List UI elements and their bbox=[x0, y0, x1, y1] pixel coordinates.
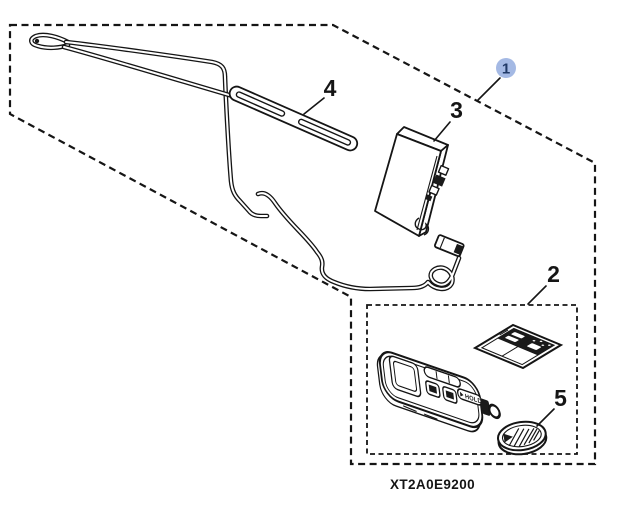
wire-upper-run bbox=[63, 39, 270, 219]
callout-4-label[interactable]: 4 bbox=[324, 75, 337, 101]
fob-screen bbox=[388, 355, 422, 398]
control-unit-front-face bbox=[374, 133, 442, 237]
fob-keyring-hole bbox=[488, 403, 501, 420]
coin-battery bbox=[497, 420, 548, 456]
wire-eye-tip bbox=[34, 38, 40, 44]
control-unit-detail bbox=[414, 217, 430, 236]
remote-fob: HOLD bbox=[376, 351, 501, 433]
harness-connector bbox=[434, 234, 465, 258]
callout-1[interactable]: 1 bbox=[477, 58, 516, 101]
battery-hatch bbox=[508, 427, 540, 447]
inner-kit-boundary bbox=[366, 304, 578, 455]
part-code: XT2A0E9200 bbox=[390, 477, 475, 492]
control-unit-connector-tabs bbox=[424, 164, 450, 202]
callout-4[interactable]: 4 bbox=[303, 75, 337, 115]
callout-2-label[interactable]: 2 bbox=[547, 261, 560, 287]
fob-hold-triangle-icon bbox=[459, 391, 464, 397]
callout-3-label[interactable]: 3 bbox=[450, 97, 463, 123]
antenna-slot-left bbox=[235, 91, 286, 117]
antenna-slot-right bbox=[298, 118, 352, 146]
outer-kit-boundary bbox=[8, 23, 597, 466]
callout-1-highlight[interactable] bbox=[496, 58, 516, 78]
battery-polarity-mark bbox=[503, 433, 513, 443]
info-label-card bbox=[475, 325, 561, 368]
fob-keyring-stub bbox=[480, 398, 491, 416]
callout-5[interactable]: 5 bbox=[536, 385, 567, 427]
callout-1-label[interactable]: 1 bbox=[502, 61, 510, 78]
card-black-cell-top bbox=[497, 328, 534, 347]
fob-pill-button bbox=[423, 366, 461, 388]
callout-2[interactable]: 2 bbox=[527, 261, 560, 305]
antenna-strip bbox=[228, 85, 359, 152]
callout-5-label[interactable]: 5 bbox=[554, 385, 567, 411]
callout-3[interactable]: 3 bbox=[433, 97, 463, 142]
control-unit bbox=[374, 126, 450, 237]
